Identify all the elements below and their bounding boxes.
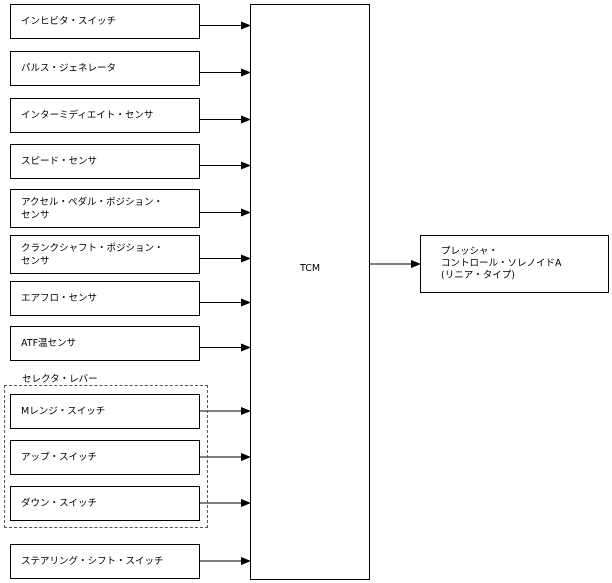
selector-item-3-line-1: ダウン・スイッチ <box>21 498 98 509</box>
selector-item-2: アップ・スイッチ <box>10 440 200 475</box>
input-box-5: アクセル・ペダル・ポジション・センサ <box>10 189 200 228</box>
input-box-3: インターミディエイト・センサ <box>10 98 200 133</box>
tcm-label: TCM <box>299 263 321 274</box>
output-line-1: プレッシャ・ <box>441 246 499 257</box>
output-line-2: コントロール・ソレノイドA <box>441 258 562 269</box>
selector-item-2-line-1: アップ・スイッチ <box>21 452 98 463</box>
input-box-2-line-1: パルス・ジェネレータ <box>21 63 117 74</box>
input-box-4: スピード・センサ <box>10 144 200 179</box>
selector-lever-label: セレクタ・レバー <box>22 374 98 385</box>
steering-shift-switch-box: ステアリング・シフト・スイッチ <box>10 544 200 579</box>
input-box-5-line-1: アクセル・ペダル・ポジション・ <box>21 196 164 208</box>
input-box-6-line-2: センサ <box>21 255 50 267</box>
input-box-8-line-1: ATF温センサ <box>21 338 77 349</box>
steering-shift-switch-box-line-1: ステアリング・シフト・スイッチ <box>21 556 164 567</box>
input-box-6-line-1: クランクシャフト・ポジション・ <box>21 242 164 254</box>
input-box-1: インヒビタ・スイッチ <box>10 4 200 39</box>
input-box-3-line-1: インターミディエイト・センサ <box>21 110 154 121</box>
input-box-5-line-2: センサ <box>21 209 50 221</box>
input-box-2: パルス・ジェネレータ <box>10 51 200 86</box>
selector-lever-group <box>4 385 208 528</box>
input-box-7-line-1: エアフロ・センサ <box>21 293 98 304</box>
selector-item-1-line-1: Mレンジ・スイッチ <box>21 406 106 417</box>
output-line-3: (リニア・タイプ) <box>441 270 515 281</box>
selector-item-1: Mレンジ・スイッチ <box>10 394 200 429</box>
pressure-control-solenoid-box: プレッシャ・ コントロール・ソレノイドA (リニア・タイプ) <box>420 235 609 293</box>
input-box-6: クランクシャフト・ポジション・センサ <box>10 235 200 274</box>
tcm-block: TCM <box>250 4 370 580</box>
input-box-7: エアフロ・センサ <box>10 281 200 316</box>
input-box-4-line-1: スピード・センサ <box>21 156 98 167</box>
selector-item-3: ダウン・スイッチ <box>10 486 200 521</box>
input-box-1-line-1: インヒビタ・スイッチ <box>21 16 117 27</box>
input-box-8: ATF温センサ <box>10 326 200 361</box>
